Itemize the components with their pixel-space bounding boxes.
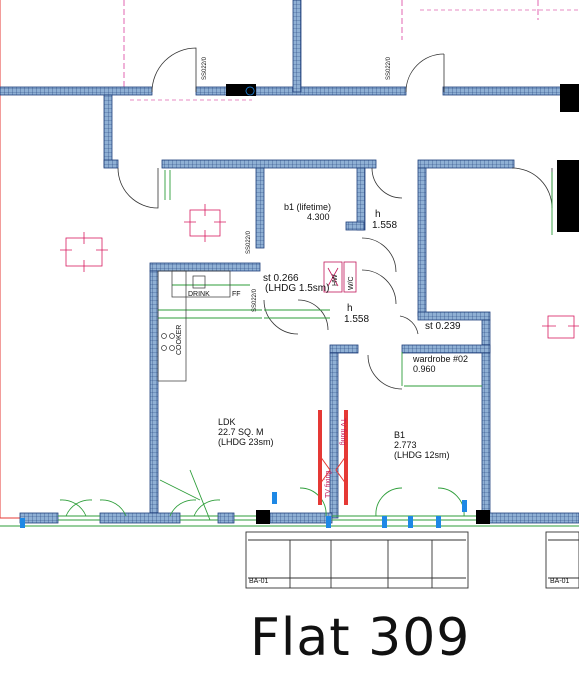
walls [0,0,579,524]
electrical-symbols [60,86,579,339]
ldk-lhdg: (LHDG 23sm) [218,437,274,447]
wc-fixtures [323,261,357,293]
wardrobe-area: 0.960 [413,364,436,374]
tv-fixing-label-2: TV fixing [339,418,346,445]
tag-top-right: SS022/0 [386,56,392,80]
boundary-line [0,0,28,519]
tag-st-side-1: SS022/0 [246,230,252,254]
h2-name: h [347,303,353,314]
dashed-guide [130,0,579,101]
b1-lifetime-name: b1 (lifetime) [284,202,331,212]
balcony-left [245,531,469,589]
st1-lhdg: (LHDG 1.5sm) [265,283,329,294]
wardrobe-name: wardrobe #02 [412,354,468,364]
balcony-right-label: BA-01 [550,578,570,585]
drink-label: DRINK [188,291,210,298]
door-swings [117,47,553,390]
b1-lifetime-area: 4.300 [307,212,330,222]
cooker-label: COOKER [176,325,183,355]
hw-label: HW [332,274,339,286]
structural-blocks [226,84,579,524]
tv-fixing-label: TV fixing [325,471,332,498]
balcony-right [545,531,579,589]
ff-label: FF [232,291,241,298]
tag-st-side-2: SS022/0 [252,288,258,312]
ldk-name: LDK [218,417,236,427]
b1-lhdg: (LHDG 12sm) [394,450,450,460]
flat-title: Flat 309 [250,608,471,668]
wc-label: W/C [348,276,355,290]
tv-fixing [318,410,348,505]
boundary-line-top [123,0,539,88]
b1-area: 2.773 [394,440,417,450]
b1-name: B1 [394,430,405,440]
h1-area: 1.558 [372,220,397,231]
kitchen-counter [157,270,231,382]
tag-top-left: SS022/0 [202,56,208,80]
st1-name: st 0.266 [263,273,299,284]
ldk-area: 22.7 SQ. M [218,427,264,437]
h1-name: h [375,209,381,220]
h2-area: 1.558 [344,314,369,325]
balcony-left-label: BA-01 [249,578,269,585]
window-lines [0,170,579,527]
socket-markers [20,492,467,528]
st2-name: st 0.239 [425,321,461,332]
